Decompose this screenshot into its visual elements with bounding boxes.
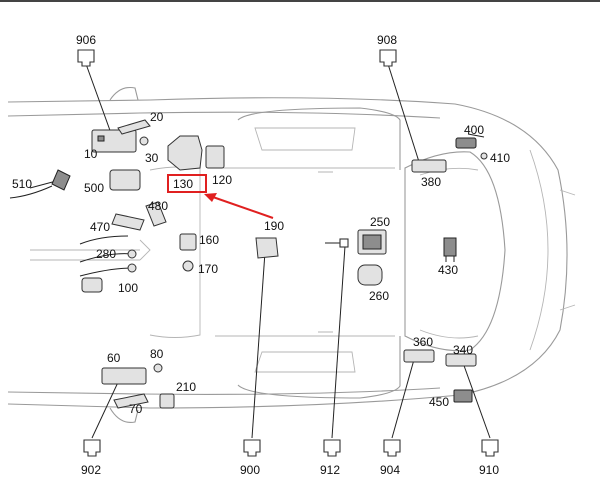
connector-906: [77, 49, 95, 67]
label-10: 10: [84, 147, 98, 161]
part-170: [182, 260, 194, 272]
part-120: [205, 145, 225, 169]
label-160: 160: [199, 233, 219, 247]
label-190: 190: [264, 219, 284, 233]
label-30: 30: [145, 151, 159, 165]
highlight-130: [167, 174, 274, 219]
highlight-arrow-head: [204, 193, 217, 202]
label-120: 120: [212, 173, 232, 187]
label-908: 908: [377, 33, 397, 47]
parts: [9, 119, 488, 409]
leader-lines: [29, 63, 491, 439]
part-470-cable: [79, 235, 129, 245]
label-170: 170: [198, 262, 218, 276]
part-130: [167, 135, 203, 171]
label-380: 380: [421, 175, 441, 189]
label-910: 910: [479, 463, 499, 477]
part-250-plug: [339, 238, 349, 248]
part-480: [145, 201, 167, 227]
part-10-detail: [97, 135, 105, 142]
part-470: [111, 213, 145, 231]
label-510: 510: [12, 177, 32, 191]
label-480: 480: [148, 199, 168, 213]
part-510-cable: [9, 185, 53, 199]
label-210: 210: [176, 380, 196, 394]
part-250-display: [362, 234, 382, 250]
part-280-end: [127, 263, 137, 273]
highlight-box: [167, 174, 207, 193]
part-60: [101, 367, 147, 385]
part-260: [357, 264, 383, 286]
connector-902: [83, 439, 101, 457]
label-500: 500: [84, 181, 104, 195]
label-900: 900: [240, 463, 260, 477]
label-360: 360: [413, 335, 433, 349]
label-130: 130: [173, 177, 193, 191]
part-400: [455, 137, 477, 149]
label-20: 20: [150, 110, 164, 124]
part-30: [139, 136, 149, 146]
connector-910: [481, 439, 499, 457]
label-60: 60: [107, 351, 121, 365]
label-250: 250: [370, 215, 390, 229]
part-70: [113, 393, 149, 409]
part-20: [117, 119, 151, 135]
part-labels: 906 908 20 10 30 130 120 400 410 380 510…: [12, 33, 510, 477]
part-280-cable-2: [79, 267, 133, 277]
connector-908: [379, 49, 397, 67]
part-100: [81, 277, 103, 293]
part-190: [255, 237, 279, 259]
label-904: 904: [380, 463, 400, 477]
connector-912: [323, 439, 341, 457]
label-906: 906: [76, 33, 96, 47]
connector-900: [243, 439, 261, 457]
highlight-arrow: [209, 195, 274, 219]
part-280: [127, 249, 137, 259]
connector-904: [383, 439, 401, 457]
label-80: 80: [150, 347, 164, 361]
part-500: [109, 169, 141, 191]
part-340: [445, 353, 477, 367]
part-360: [403, 349, 435, 363]
label-902: 902: [81, 463, 101, 477]
part-210: [159, 393, 175, 409]
label-100: 100: [118, 281, 138, 295]
label-430: 430: [438, 263, 458, 277]
label-70: 70: [129, 402, 143, 416]
part-410: [480, 152, 488, 160]
label-400: 400: [464, 123, 484, 137]
vehicle-outline: [7, 86, 576, 423]
part-380: [411, 159, 447, 173]
label-280: 280: [96, 247, 116, 261]
label-340: 340: [453, 343, 473, 357]
part-430: [443, 237, 457, 262]
part-510: [51, 169, 71, 191]
part-80: [153, 363, 163, 373]
part-160: [179, 233, 197, 251]
label-450: 450: [429, 395, 449, 409]
label-260: 260: [369, 289, 389, 303]
part-450: [453, 389, 473, 403]
label-470: 470: [90, 220, 110, 234]
label-410: 410: [490, 151, 510, 165]
label-912: 912: [320, 463, 340, 477]
